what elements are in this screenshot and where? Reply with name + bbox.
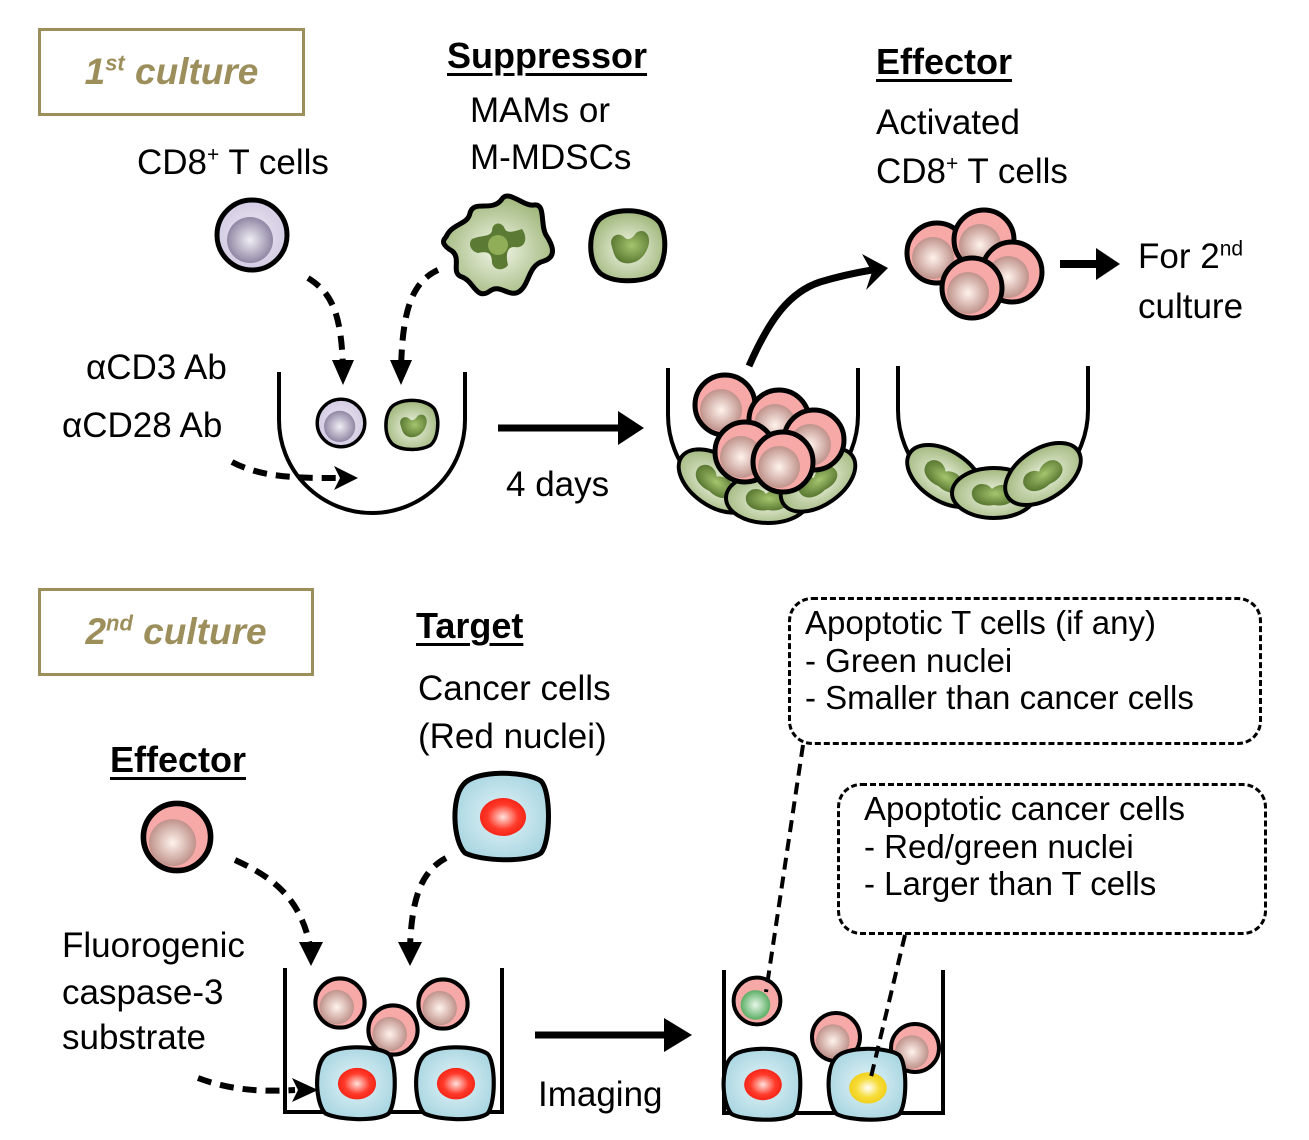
naive-cd8-t-cell-in-well-icon	[315, 397, 367, 449]
effector-t-cell-in-well-icon	[418, 979, 467, 1028]
target-line-2: (Red nuclei)	[418, 717, 607, 756]
target-header: Target	[416, 605, 524, 646]
suppressor-line-1: MAMs or	[470, 91, 610, 130]
dashed-arrow-cd8-into-well	[306, 275, 346, 373]
substrate-line-2: caspase-3	[62, 973, 224, 1012]
callout-t-cells-bullet: - Smaller than cancer cells	[805, 679, 1194, 717]
mam-suppressor-cell-icon	[441, 193, 555, 297]
suppressor-line-2: M-MDSCs	[470, 138, 632, 177]
effector-header-second: Effector	[110, 739, 247, 780]
arrow-harvest-t-cells	[745, 266, 873, 368]
first-culture-label-box: 1st culture	[38, 28, 305, 116]
dashed-arrow-target-into-well	[407, 855, 448, 947]
effector-line-2: CD8+ T cells	[876, 152, 1068, 191]
duration-label: 4 days	[506, 465, 610, 504]
effector-t-cell-icon	[143, 803, 210, 870]
activated-t-cell-icon	[942, 258, 1002, 318]
activated-t-cell-icon	[753, 432, 813, 492]
suppressor-cell-in-well-icon	[384, 398, 440, 452]
cancer-cell-in-well-icon	[724, 1049, 801, 1120]
callout-cancer-cells-bullet: - Larger than T cells	[864, 865, 1157, 903]
arrowhead-icon	[398, 942, 422, 966]
target-cancer-cell-icon	[455, 773, 549, 860]
imaging-well-before	[283, 968, 504, 1114]
effector-header-first: Effector	[876, 41, 1013, 82]
cancer-cell-in-well-icon	[416, 1047, 494, 1119]
arrowhead-icon	[862, 254, 888, 290]
callout-leader-cancer-cells	[869, 934, 907, 1078]
arrowhead-icon	[390, 360, 412, 385]
effector-t-cell-in-well-icon	[315, 978, 364, 1027]
for-second-culture-line-2: culture	[1138, 287, 1244, 326]
imaging-label: Imaging	[538, 1075, 663, 1114]
naive-cd8-t-cell-icon	[217, 200, 287, 270]
callout-apoptotic-t-cells: Apoptotic T cells (if any) - Green nucle…	[788, 597, 1262, 745]
arrowhead-icon	[299, 942, 323, 966]
arrowhead-icon	[1096, 248, 1120, 280]
culture-well-1	[277, 372, 467, 515]
anti-cd28-antibody-label: αCD28 Ab	[62, 406, 223, 445]
arrowhead-icon	[664, 1018, 692, 1052]
callout-leader-t-cells	[764, 744, 805, 993]
dashed-arrow-substrate-into-well	[196, 1075, 296, 1094]
dashed-arrow-effector-into-well	[233, 857, 313, 947]
arrowhead-icon	[334, 466, 358, 490]
first-culture-title: 1st culture	[84, 50, 259, 92]
second-culture-title: 2nd culture	[85, 610, 267, 652]
callout-apoptotic-cancer-cells: Apoptotic cancer cells - Red/green nucle…	[837, 783, 1267, 935]
callout-t-cells-bullet: - Green nuclei	[805, 641, 1013, 679]
arrowhead-icon	[332, 360, 354, 385]
second-culture-label-box: 2nd culture	[38, 588, 314, 676]
arrowhead-icon	[618, 411, 644, 445]
callout-cancer-cells-bullet: - Red/green nuclei	[864, 827, 1134, 865]
callout-cancer-cells-title: Apoptotic cancer cells	[864, 790, 1185, 827]
apoptotic-cancer-cell-icon	[826, 1046, 908, 1122]
substrate-line-1: Fluorogenic	[62, 926, 245, 965]
cd8-t-cells-label: CD8+ T cells	[137, 143, 329, 182]
dashed-arrow-antibody-into-well	[230, 459, 339, 481]
anti-cd3-antibody-label: αCD3 Ab	[86, 348, 227, 387]
substrate-line-3: substrate	[62, 1018, 206, 1057]
suppressor-header: Suppressor	[447, 35, 648, 76]
for-second-culture-line-1: For 2nd	[1138, 237, 1244, 276]
arrowhead-icon	[292, 1078, 318, 1102]
apoptotic-t-cell-icon	[731, 975, 783, 1027]
effector-line-1: Activated	[876, 103, 1020, 142]
callout-t-cells-title: Apoptotic T cells (if any)	[805, 604, 1156, 641]
target-line-1: Cancer cells	[418, 669, 611, 708]
cancer-cell-in-well-icon	[317, 1047, 395, 1119]
dashed-arrow-suppressor-into-well	[398, 267, 440, 373]
m-mdsc-suppressor-cell-icon	[591, 211, 665, 281]
